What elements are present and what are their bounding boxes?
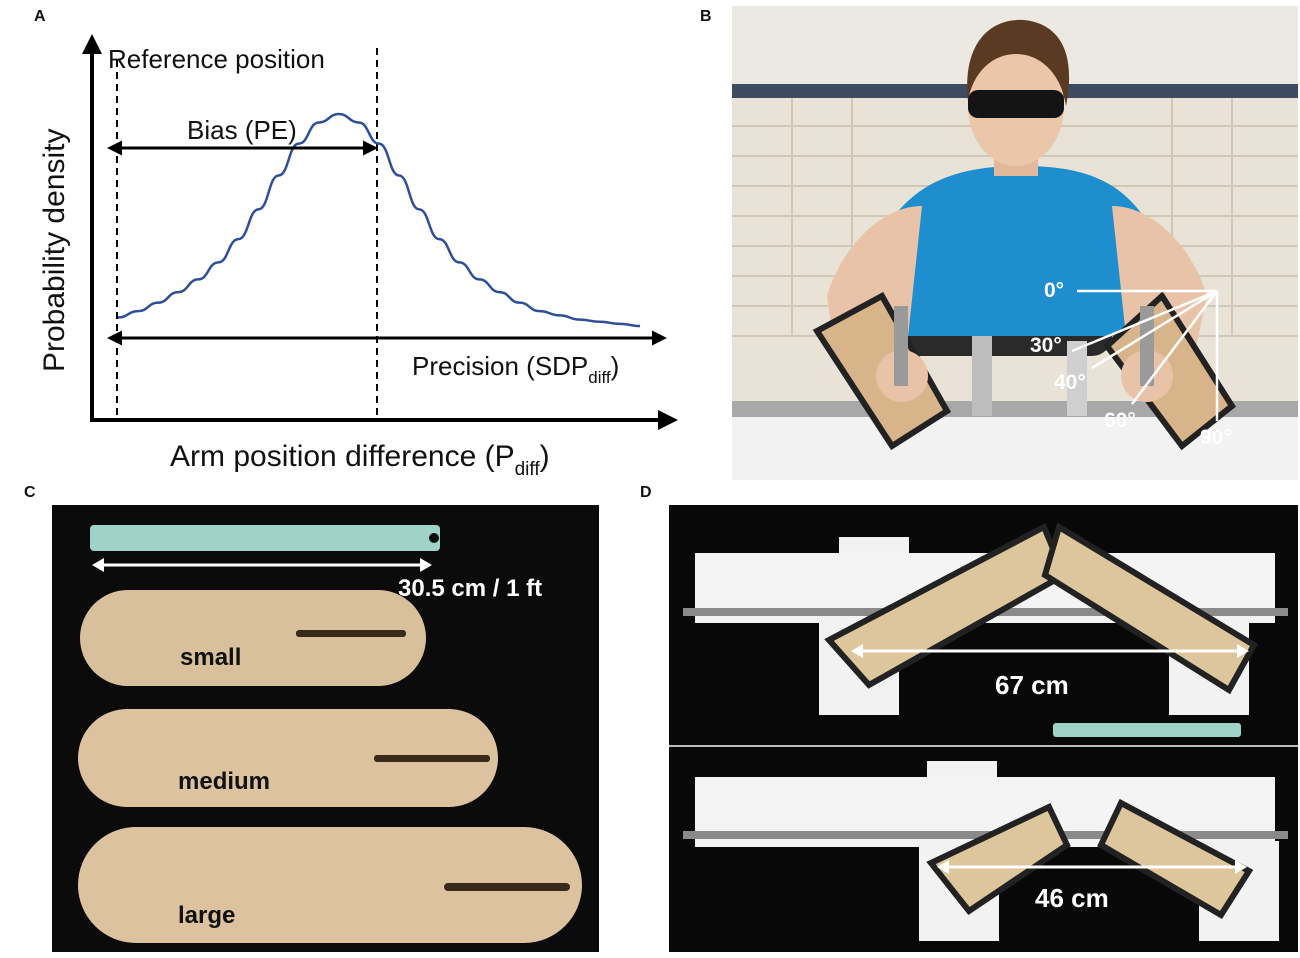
board-label-small: small	[180, 644, 241, 671]
bias-label: Bias (PE)	[187, 115, 297, 145]
panel-letter-d: D	[640, 484, 652, 501]
board-label-large: large	[178, 902, 235, 929]
board-large	[78, 827, 582, 943]
reference-label: Reference position	[108, 44, 325, 74]
x-axis-label-main: Arm position difference (P	[170, 440, 515, 473]
angle-label-30: 30°	[1030, 334, 1062, 357]
panel-letter-b: B	[700, 8, 712, 25]
panel-d-apparatus-photo: 67 cm 46 cm	[669, 505, 1298, 952]
density-curve	[117, 112, 641, 328]
precision-label-main: Precision (SDP	[412, 351, 588, 381]
density-plot-svg: Reference position Bias (PE) Precision (…	[38, 34, 678, 480]
x-axis-label-close: )	[540, 440, 550, 473]
panel-letter-c: C	[24, 484, 36, 501]
panel-letter-a: A	[34, 8, 46, 25]
panel-c-boards-photo: 30.5 cm / 1 ft small medium large	[52, 505, 599, 952]
apparatus-widths-photo: 67 cm 46 cm	[669, 505, 1298, 952]
angle-lines	[1071, 289, 1219, 421]
y-axis-label: Probability density	[38, 129, 71, 372]
board-label-medium: medium	[178, 768, 270, 795]
angle-label-60: 60°	[1104, 409, 1136, 432]
angle-label-0: 0°	[1044, 279, 1064, 302]
angle-label-40: 40°	[1054, 371, 1086, 394]
panel-a-density-plot: Reference position Bias (PE) Precision (…	[0, 0, 700, 480]
x-axis-label-sub: diff	[515, 459, 541, 480]
precision-label: Precision (SDPdiff)	[412, 351, 619, 387]
precision-label-sub: diff	[588, 368, 611, 387]
board-small	[80, 590, 426, 686]
bottom-measure-label: 46 cm	[1035, 883, 1109, 913]
bias-label-main: Bias (PE	[187, 115, 288, 145]
bias-label-close: )	[288, 115, 297, 145]
x-axis-label: Arm position difference (Pdiff)	[170, 440, 550, 480]
top-measure-label: 67 cm	[995, 670, 1069, 700]
panel-b-photo: 0° 30° 40° 60° 90°	[732, 6, 1298, 480]
precision-label-close: )	[611, 351, 620, 381]
board-medium	[78, 709, 498, 807]
angle-label-90: 90°	[1200, 426, 1232, 449]
blindfold-goggles	[968, 90, 1064, 118]
boards-photo: 30.5 cm / 1 ft small medium large	[52, 505, 599, 952]
apparatus-photo: 0° 30° 40° 60° 90°	[732, 6, 1298, 480]
ruler-label: 30.5 cm / 1 ft	[398, 575, 542, 602]
ruler	[90, 525, 440, 551]
